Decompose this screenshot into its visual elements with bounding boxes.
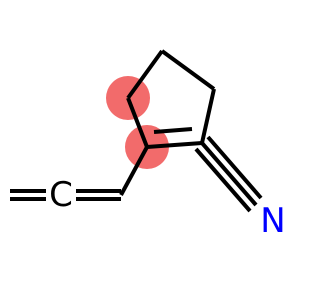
atom-label-carbon: C — [49, 175, 73, 215]
bond-nitrile-triple-3 — [194, 147, 252, 213]
bond-ring-4 — [126, 97, 149, 148]
bond-ring-1 — [160, 49, 216, 91]
molecule-canvas: C N — [10, 49, 286, 241]
bond-allene-single — [119, 146, 149, 196]
bond-ring-double-outer — [146, 141, 203, 149]
bond-nitrile-triple-2 — [206, 135, 263, 200]
atom-label-nitrogen: N — [260, 201, 285, 241]
bond-ring-5 — [126, 49, 164, 100]
bond-nitrile-triple-1 — [200, 141, 258, 207]
bond-ring-double-inner — [153, 127, 193, 134]
structure-diagram: C N — [10, 49, 286, 241]
bond-ring-2 — [200, 88, 216, 144]
